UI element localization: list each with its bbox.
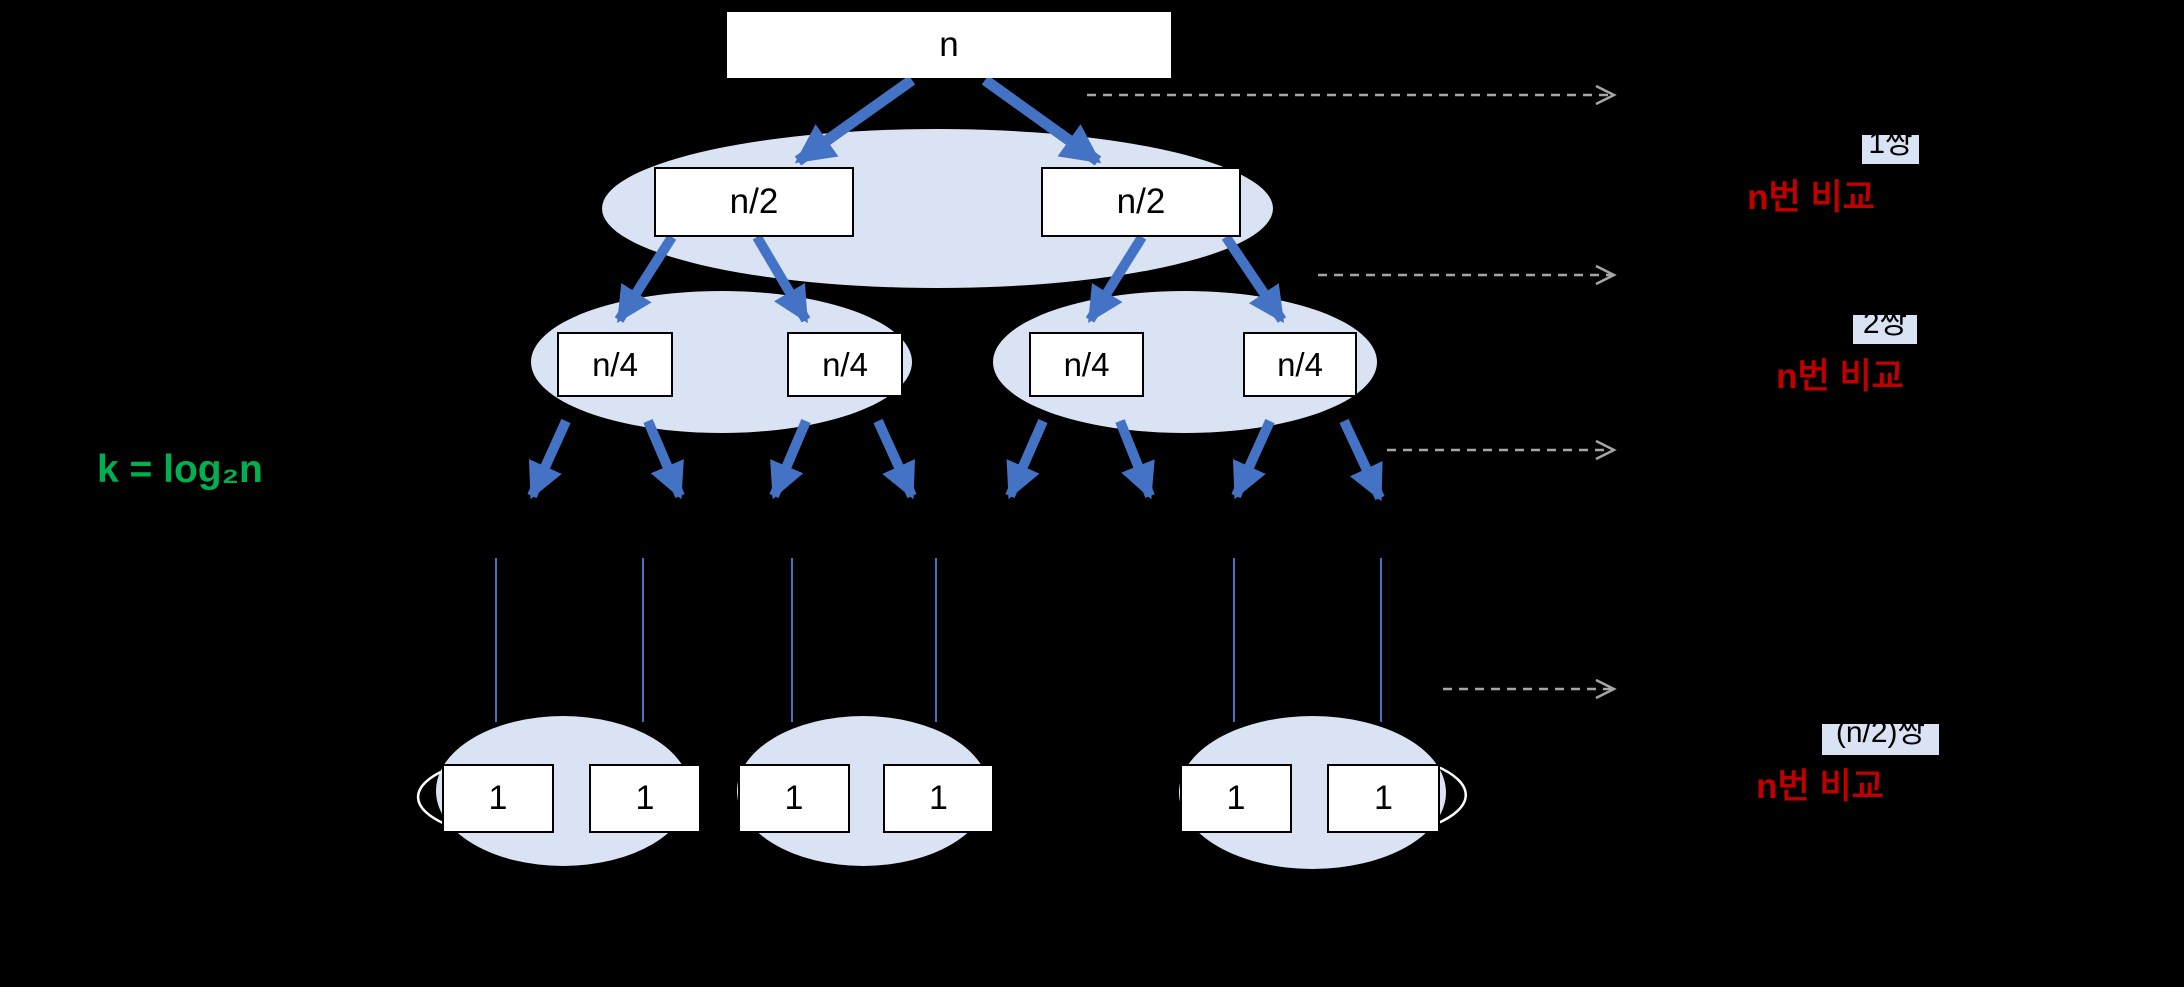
- leaf-node-2: 1: [589, 764, 701, 833]
- leaf-node-3: 1: [738, 764, 850, 833]
- root-node: n: [727, 12, 1171, 78]
- node-n4-2: n/4: [787, 332, 903, 397]
- pair-count-text-2: 2쌍: [1862, 315, 1908, 340]
- depth-formula-label: k = log₂n: [97, 448, 263, 491]
- comparison-label-2: n번 비교: [1776, 357, 1904, 396]
- node-n4-1: n/4: [557, 332, 673, 397]
- leaf-node-1: 1: [442, 764, 554, 833]
- node-n4-3: n/4: [1029, 332, 1144, 397]
- split-arrows-level1: [794, 75, 1102, 166]
- leaf-node-5: 1: [1180, 764, 1292, 833]
- pair-count-text-3: (n/2)쌍: [1835, 724, 1926, 749]
- leaf-outline-arcs: [416, 764, 1467, 826]
- leaf-drop-lines: [495, 558, 1382, 722]
- node-n2-left: n/2: [654, 167, 854, 237]
- split-arrows-level3: [527, 418, 1385, 502]
- pair-count-text-1: 1쌍: [1868, 135, 1913, 160]
- level-guide-dashed-arrows: [1087, 84, 1617, 700]
- split-arrows-level2: [614, 234, 1287, 324]
- node-n2-right: n/2: [1041, 167, 1241, 237]
- comparison-label-1: n번 비교: [1747, 178, 1875, 217]
- pair-count-badge-2: 2쌍: [1853, 315, 1917, 344]
- leaf-node-6: 1: [1327, 764, 1440, 833]
- node-n4-4: n/4: [1243, 332, 1357, 397]
- leaf-node-4: 1: [883, 764, 994, 833]
- pair-count-badge-1: 1쌍: [1862, 135, 1919, 164]
- pair-count-badge-3: (n/2)쌍: [1822, 724, 1939, 755]
- comparison-label-3: n번 비교: [1756, 767, 1884, 806]
